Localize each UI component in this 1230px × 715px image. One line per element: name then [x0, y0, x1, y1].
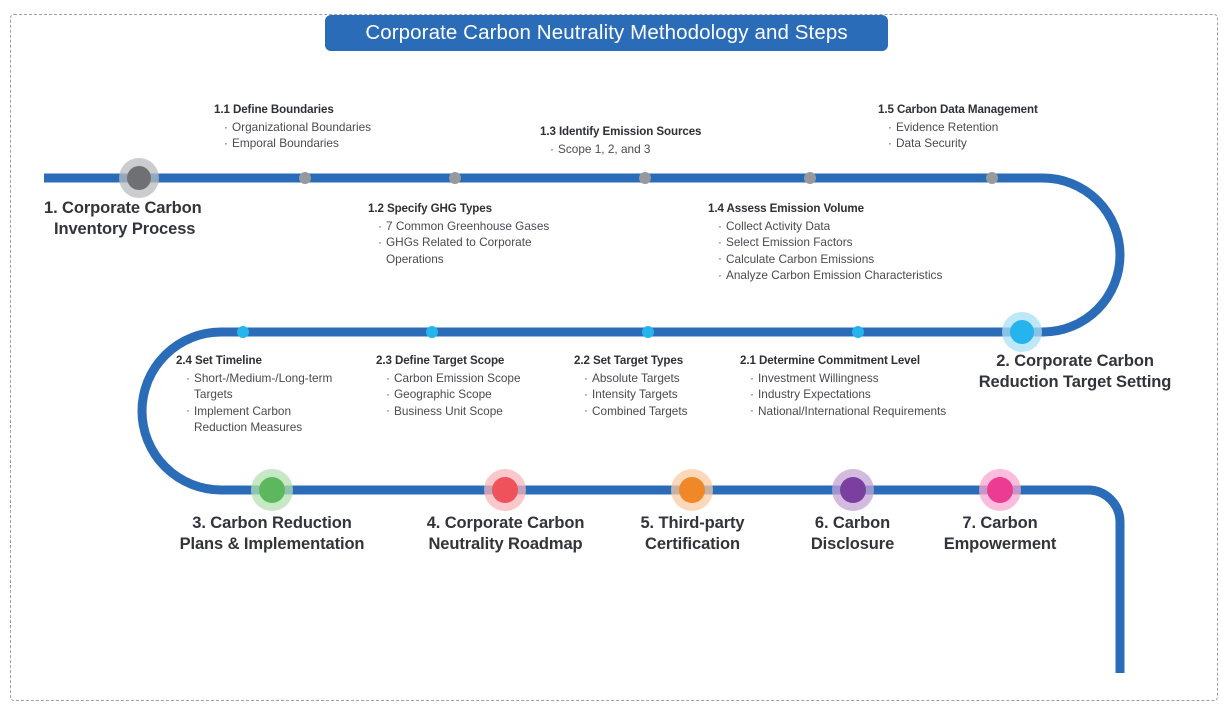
stage-1-line2: Inventory Process [54, 220, 196, 238]
list-item: Intensity Targets [584, 386, 739, 403]
substep-2-1-list: Investment Willingness Industry Expectat… [740, 369, 1005, 419]
substep-2-4: 2.4 Set Timeline Short-/Medium-/Long-ter… [176, 353, 376, 436]
dashed-frame-border [10, 14, 1218, 701]
page-title: Corporate Carbon Neutrality Methodology … [365, 21, 848, 44]
node-identify-emission-sources[interactable] [639, 172, 651, 184]
list-item: Scope 1, 2, and 3 [550, 140, 740, 157]
substep-1-5: 1.5 Carbon Data Management Evidence Rete… [878, 102, 1088, 152]
substep-1-3-heading: 1.3 Identify Emission Sources [540, 125, 702, 138]
list-item: Analyze Carbon Emission Characteristics [718, 267, 1008, 284]
substep-1-4-list: Collect Activity Data Select Emission Fa… [708, 217, 1008, 284]
stage-5-line1: 5. Third-party [640, 514, 745, 532]
list-item: Evidence Retention [888, 118, 1088, 135]
stage-2-line2: Reduction Target Setting [978, 373, 1172, 391]
list-item: Short-/Medium-/Long-term [186, 369, 376, 386]
stage-label-7: 7. Carbon Empowerment [925, 513, 1075, 555]
substep-2-4-list: Short-/Medium-/Long-term Targets Impleme… [176, 369, 376, 436]
substep-1-2-heading: 1.2 Specify GHG Types [368, 202, 492, 215]
node-carbon-data-management[interactable] [986, 172, 998, 184]
list-item: Carbon Emission Scope [386, 369, 566, 386]
list-item-continuation: Targets [194, 387, 233, 402]
node-define-boundaries[interactable] [299, 172, 311, 184]
stage-2-line1: 2. Corporate Carbon [996, 352, 1154, 370]
stage-6-line2: Disclosure [810, 535, 895, 553]
node-carbon-reduction-plans[interactable] [259, 477, 285, 503]
list-item-continuation: Operations [386, 251, 444, 266]
substep-2-1-heading: 2.1 Determine Commitment Level [740, 354, 920, 367]
substep-2-4-heading: 2.4 Set Timeline [176, 354, 262, 367]
substep-1-4-heading: 1.4 Assess Emission Volume [708, 202, 864, 215]
list-item: Absolute Targets [584, 369, 739, 386]
substep-1-3-list: Scope 1, 2, and 3 [540, 140, 740, 157]
list-item: Data Security [888, 135, 1088, 152]
node-carbon-disclosure[interactable] [840, 477, 866, 503]
substep-2-3-list: Carbon Emission Scope Geographic Scope B… [376, 369, 566, 419]
node-third-party-certification[interactable] [679, 477, 705, 503]
node-assess-emission-volume[interactable] [804, 172, 816, 184]
node-set-timeline[interactable] [237, 326, 249, 338]
stage-5-line2: Certification [645, 535, 740, 553]
list-item: Combined Targets [584, 402, 739, 419]
node-specify-ghg-types[interactable] [449, 172, 461, 184]
list-item: Emporal Boundaries [224, 135, 424, 152]
list-item-continuation: Reduction Measures [194, 420, 303, 435]
list-item: Industry Expectations [750, 386, 1005, 403]
list-item: Organizational Boundaries [224, 118, 424, 135]
list-item: Select Emission Factors [718, 234, 1008, 251]
node-determine-commitment-level[interactable] [852, 326, 864, 338]
substep-1-2: 1.2 Specify GHG Types 7 Common Greenhous… [368, 201, 578, 267]
list-item: Business Unit Scope [386, 402, 566, 419]
substep-2-2: 2.2 Set Target Types Absolute Targets In… [574, 353, 739, 419]
stage-1-line1: 1. Corporate Carbon [44, 199, 202, 217]
substep-1-2-list: 7 Common Greenhouse Gases GHGs Related t… [368, 217, 578, 267]
node-carbon-empowerment[interactable] [987, 477, 1013, 503]
substep-1-5-heading: 1.5 Carbon Data Management [878, 103, 1038, 116]
list-item: Collect Activity Data [718, 217, 1008, 234]
node-carbon-neutrality-roadmap[interactable] [492, 477, 518, 503]
list-item: Investment Willingness [750, 369, 1005, 386]
substep-2-1: 2.1 Determine Commitment Level Investmen… [740, 353, 1005, 419]
substep-2-2-heading: 2.2 Set Target Types [574, 354, 684, 367]
list-item: Implement Carbon [186, 402, 376, 419]
list-item: Calculate Carbon Emissions [718, 250, 1008, 267]
list-item: GHGs Related to Corporate [378, 234, 578, 251]
stage-label-2: 2. Corporate Carbon Reduction Target Set… [955, 351, 1195, 393]
stage-6-line1: 6. Carbon [814, 514, 891, 532]
track-path [44, 173, 1125, 673]
stage-4-line1: 4. Corporate Carbon [426, 514, 585, 532]
stage-3-line1: 3. Carbon Reduction [192, 514, 352, 532]
list-item: Geographic Scope [386, 386, 566, 403]
node-corporate-carbon-inventory[interactable] [127, 166, 151, 190]
list-item: National/International Requirements [750, 402, 1005, 419]
substep-1-1-list: Organizational Boundaries Emporal Bounda… [214, 118, 424, 152]
diagram-title-banner: Corporate Carbon Neutrality Methodology … [325, 15, 888, 51]
stage-7-line2: Empowerment [943, 535, 1057, 553]
stage-label-1: 1. Corporate Carbon Inventory Process [44, 198, 244, 240]
stage-4-line2: Neutrality Roadmap [428, 535, 583, 553]
substep-2-3-heading: 2.3 Define Target Scope [376, 354, 505, 367]
stage-label-4: 4. Corporate Carbon Neutrality Roadmap [393, 513, 618, 555]
stage-label-3: 3. Carbon Reduction Plans & Implementati… [152, 513, 392, 555]
substep-1-5-list: Evidence Retention Data Security [878, 118, 1088, 152]
node-carbon-reduction-target-setting[interactable] [1010, 320, 1034, 344]
stage-3-line2: Plans & Implementation [179, 535, 365, 553]
substep-2-3: 2.3 Define Target Scope Carbon Emission … [376, 353, 566, 419]
list-item: 7 Common Greenhouse Gases [378, 217, 578, 234]
stage-label-5: 5. Third-party Certification [615, 513, 770, 555]
substep-2-2-list: Absolute Targets Intensity Targets Combi… [574, 369, 739, 419]
substep-1-4: 1.4 Assess Emission Volume Collect Activ… [708, 201, 1008, 284]
stage-7-line1: 7. Carbon [962, 514, 1038, 532]
substep-1-1: 1.1 Define Boundaries Organizational Bou… [214, 102, 424, 152]
node-set-target-types[interactable] [642, 326, 654, 338]
node-define-target-scope[interactable] [426, 326, 438, 338]
substep-1-1-heading: 1.1 Define Boundaries [214, 103, 334, 116]
substep-1-3: 1.3 Identify Emission Sources Scope 1, 2… [540, 124, 740, 157]
stage-label-6: 6. Carbon Disclosure [780, 513, 925, 555]
